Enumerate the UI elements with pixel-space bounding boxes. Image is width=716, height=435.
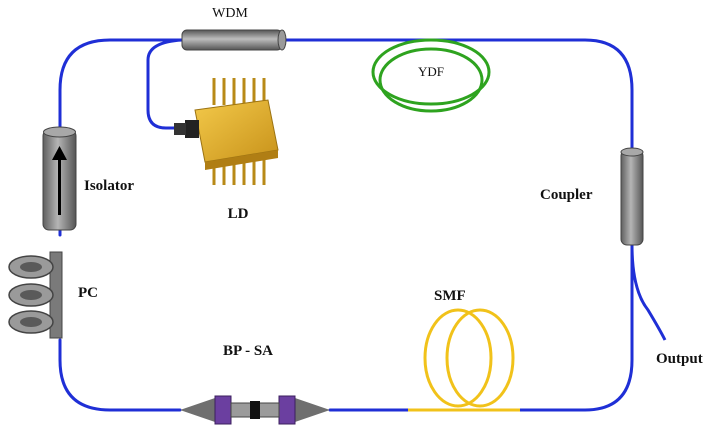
ld-label: LD <box>228 206 249 222</box>
ydf-label: YDF <box>418 64 444 79</box>
coupler-label: Coupler <box>540 187 593 203</box>
smf-coil <box>408 308 520 412</box>
pc-label: PC <box>78 285 98 301</box>
pc-component <box>8 251 63 339</box>
fiber-ring <box>58 38 634 412</box>
wdm-component <box>181 29 287 51</box>
wdm-label: WDM <box>212 6 248 21</box>
isolator-component <box>42 126 77 231</box>
bpsa-label: BP - SA <box>223 343 273 359</box>
smf-label: SMF <box>434 288 466 304</box>
isolator-label: Isolator <box>84 178 134 194</box>
output-label: Output <box>656 351 703 367</box>
ld-component <box>174 78 279 185</box>
bpsa-component <box>180 395 330 425</box>
output-fiber <box>630 244 667 341</box>
coupler-component <box>620 147 644 246</box>
ydf-coil <box>371 38 491 113</box>
pump-fiber <box>146 38 183 130</box>
